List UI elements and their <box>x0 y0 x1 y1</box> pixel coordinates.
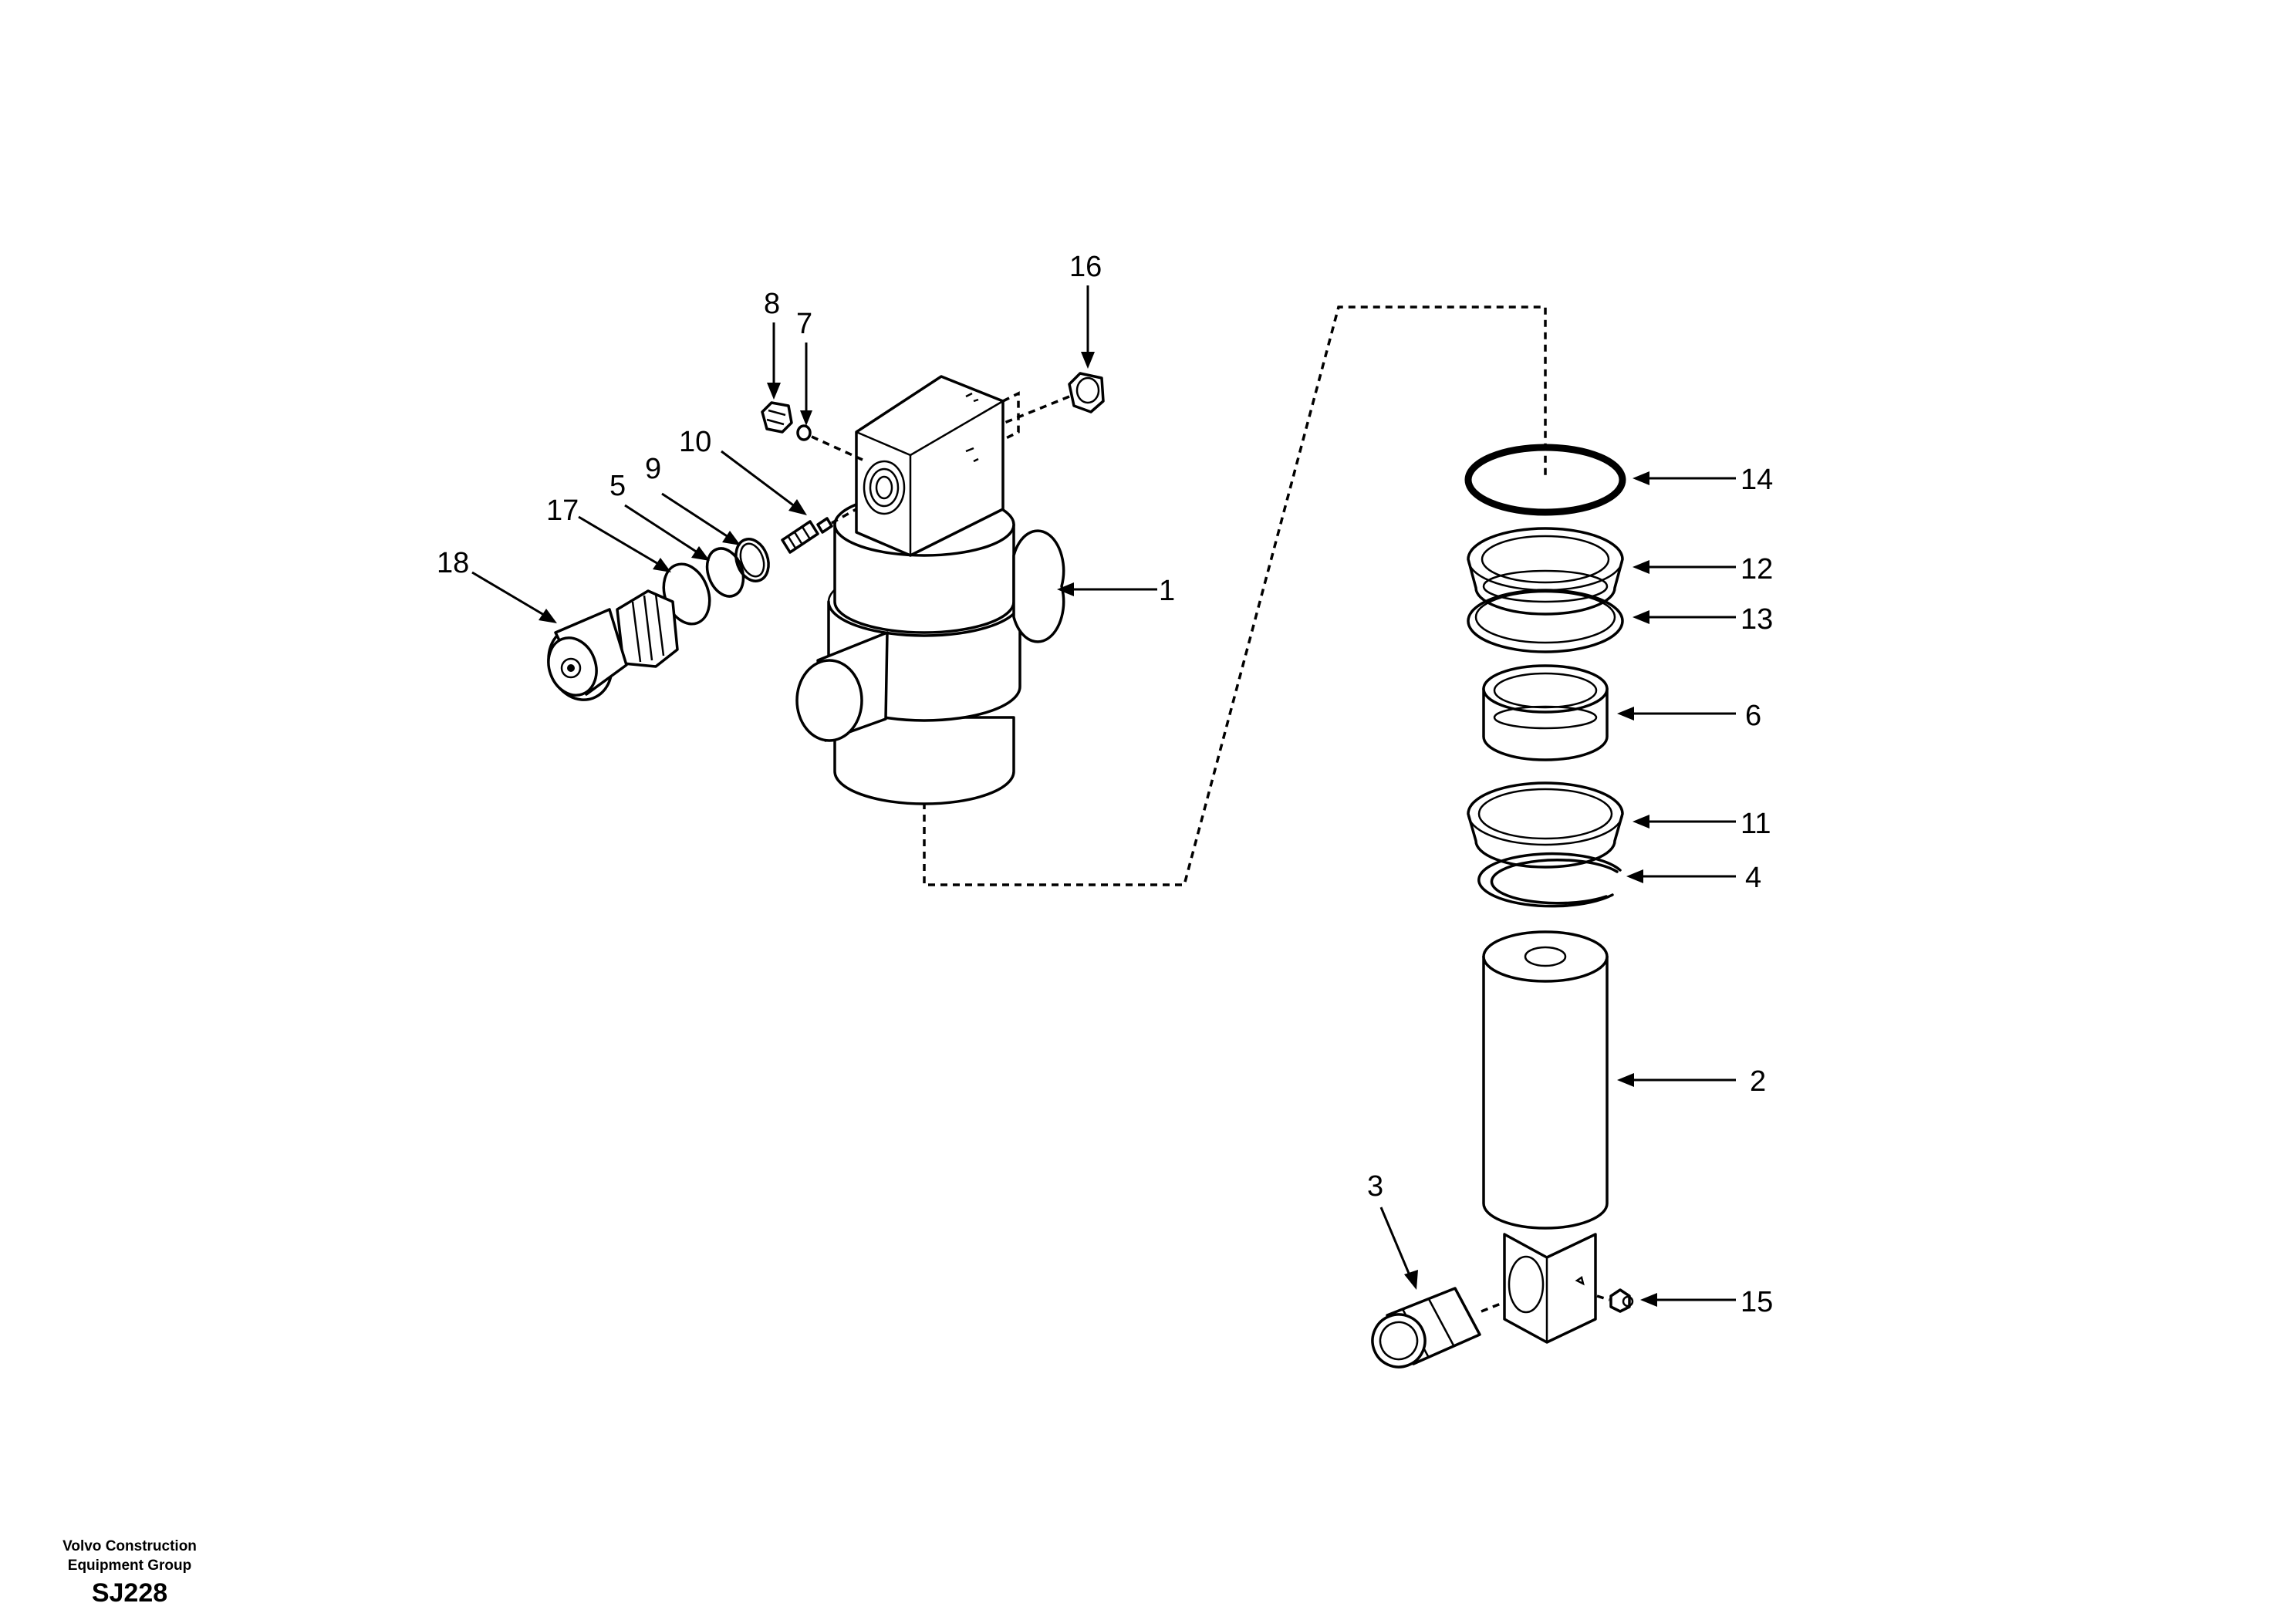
callout-9: 9 <box>645 453 661 485</box>
oring-part-7 <box>796 424 812 441</box>
plug-part-18 <box>547 589 679 701</box>
ring-part-13 <box>1467 589 1624 653</box>
company-name: Volvo Construction Equipment Group <box>22 1537 238 1575</box>
bushing-part-6 <box>1482 664 1609 761</box>
company-line-1: Volvo Construction <box>62 1538 197 1554</box>
leader-18 <box>471 571 549 619</box>
callout-8: 8 <box>764 288 780 320</box>
callout-16: 16 <box>1069 251 1102 283</box>
company-line-2: Equipment Group <box>67 1558 192 1574</box>
snapring-part-4 <box>1477 852 1622 908</box>
leader-5 <box>624 504 703 557</box>
plug-part-16 <box>1068 372 1105 413</box>
ring-part-11 <box>1467 781 1624 869</box>
callout-13: 13 <box>1741 603 1773 636</box>
shaft-part-2 <box>1482 930 1609 1344</box>
leader-17 <box>578 515 664 569</box>
callout-5: 5 <box>609 470 626 502</box>
seal-part-14 <box>1464 444 1626 516</box>
callout-18: 18 <box>437 547 469 579</box>
callout-1: 1 <box>1159 575 1175 607</box>
plug-part-8 <box>761 401 793 434</box>
bushing-part-3 <box>1371 1287 1481 1369</box>
callout-15: 15 <box>1741 1286 1773 1318</box>
callout-10: 10 <box>679 426 711 458</box>
oring-part-9 <box>734 538 770 582</box>
leader-3 <box>1379 1207 1413 1281</box>
leader-10 <box>721 450 799 511</box>
callout-11: 11 <box>1741 808 1771 840</box>
callout-14: 14 <box>1741 464 1773 496</box>
callout-6: 6 <box>1745 700 1761 732</box>
nipple-part-15 <box>1609 1288 1634 1313</box>
callout-12: 12 <box>1741 553 1773 586</box>
assembly-dashed-line <box>923 305 1547 886</box>
callout-4: 4 <box>1745 862 1761 894</box>
callout-7: 7 <box>796 308 812 340</box>
housing-part-1 <box>795 375 1065 805</box>
valve-part-10 <box>781 517 833 554</box>
callout-2: 2 <box>1750 1065 1766 1098</box>
drawing-code: SJ228 <box>91 1578 168 1608</box>
oring-part-5 <box>705 547 745 598</box>
leader-9 <box>661 492 734 542</box>
callout-3: 3 <box>1367 1170 1383 1203</box>
callout-17: 17 <box>546 494 579 527</box>
